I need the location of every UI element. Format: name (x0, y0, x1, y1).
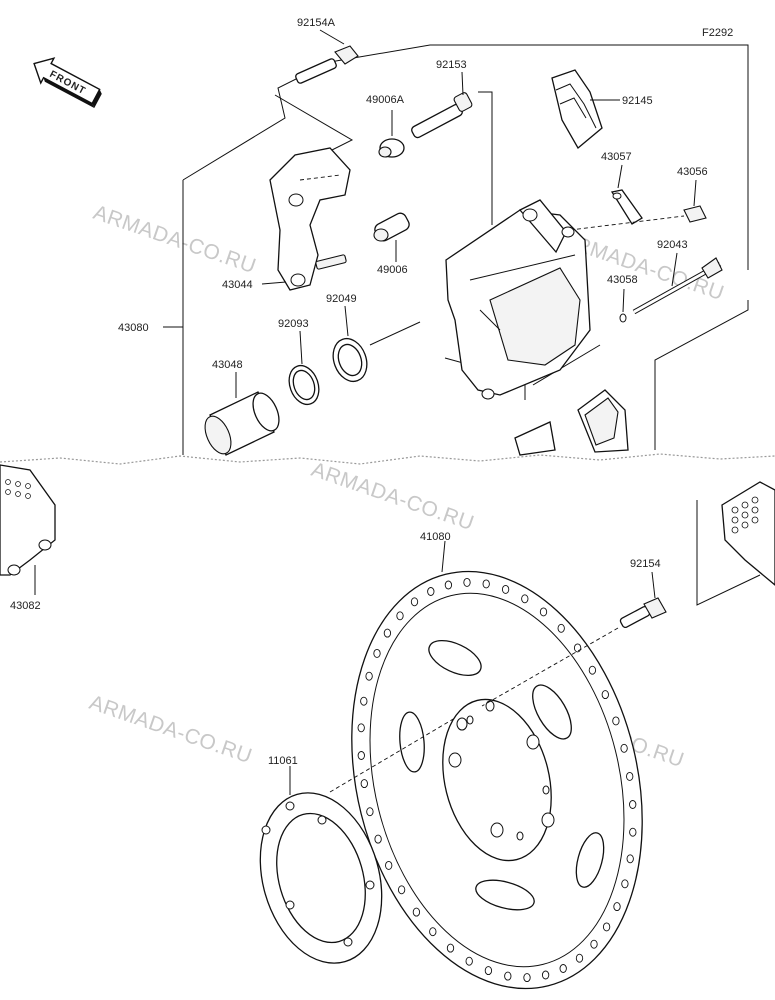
label-43044: 43044 (222, 279, 253, 291)
label-11061: 11061 (268, 755, 298, 767)
disc-perimeter-hole (539, 607, 548, 617)
disc-perimeter-hole (465, 956, 473, 966)
disc-perimeter-hole (484, 966, 493, 976)
disc-perimeter-hole (613, 902, 621, 912)
disc-perimeter-hole (626, 771, 634, 781)
clip-43058 (619, 288, 627, 323)
pad-43082 (0, 464, 56, 595)
label-43056: 43056 (677, 166, 708, 178)
label-43082: 43082 (10, 600, 41, 612)
piston-43048 (204, 372, 280, 456)
gasket-11061 (259, 717, 456, 964)
seal-92049 (332, 305, 368, 383)
disc-perimeter-hole (590, 939, 598, 949)
disc-perimeter-hole (427, 587, 435, 596)
bracket-43044 (261, 147, 351, 291)
disc-perimeter-hole (621, 879, 629, 889)
disc-perimeter-hole (366, 807, 374, 817)
bolt-92154A (295, 29, 359, 84)
pin-92043 (632, 252, 723, 315)
disc-perimeter-hole (365, 671, 373, 681)
label-43057: 43057 (601, 151, 632, 163)
disc-perimeter-hole (588, 665, 597, 675)
brake-disc-41080 (351, 570, 643, 990)
caliper-body (445, 199, 591, 400)
watermark-3: ARMADA-CO.RU (308, 458, 477, 535)
disc-perimeter-hole (575, 953, 584, 963)
disc-perimeter-hole (629, 800, 637, 809)
label-49006: 49006 (377, 264, 408, 276)
disc-perimeter-hole (629, 827, 637, 837)
disc-perimeter-hole (557, 623, 565, 633)
disc-perimeter-hole (357, 723, 365, 733)
disc-perimeter-hole (360, 779, 368, 789)
label-49006A: 49006A (366, 94, 405, 106)
disc-perimeter-hole (612, 716, 620, 726)
disc-perimeter-hole (385, 860, 393, 870)
label-41080: 41080 (420, 531, 451, 543)
label-43048: 43048 (212, 359, 243, 371)
caliper-leader (369, 321, 421, 346)
pad-right (721, 481, 775, 586)
label-43058: 43058 (607, 274, 638, 286)
label-92153: 92153 (436, 59, 467, 71)
label-92049: 92049 (326, 293, 357, 305)
bolt-92154 (481, 571, 667, 707)
label-92154A: 92154A (297, 17, 336, 29)
label-92154: 92154 (630, 558, 661, 570)
disc-perimeter-hole (482, 579, 490, 589)
seal-92093 (288, 330, 320, 406)
cap-43057 (610, 164, 643, 225)
label-43080: 43080 (118, 322, 149, 334)
pad-spring-92145 (551, 69, 620, 149)
disc-perimeter-hole (360, 696, 368, 706)
disc-perimeter-holes (357, 577, 637, 983)
disc-perimeter-hole (601, 690, 609, 700)
disc-perimeter-hole (410, 597, 419, 607)
disc-perimeter-hole (446, 943, 455, 953)
watermark-4: ARMADA-CO.RU (86, 691, 255, 768)
disc-perimeter-hole (620, 743, 628, 753)
label-92145: 92145 (622, 95, 653, 107)
watermark-1: ARMADA-CO.RU (90, 201, 259, 278)
label-92093: 92093 (278, 318, 309, 330)
disc-perimeter-hole (559, 964, 567, 973)
disc-perimeter-hole (501, 584, 510, 594)
diagram-code: F2292 (702, 27, 733, 39)
disc-perimeter-hole (523, 973, 531, 983)
disc-perimeter-hole (357, 751, 365, 760)
front-arrow-icon: FRONT (33, 57, 102, 109)
disc-perimeter-hole (602, 922, 611, 932)
disc-perimeter-hole (444, 580, 453, 590)
disc-perimeter-hole (463, 577, 471, 587)
brake-pads (514, 389, 629, 456)
leader-41080 (441, 540, 446, 573)
disc-perimeter-hole (504, 971, 512, 981)
torn-edge (0, 453, 775, 465)
pin-92153 (411, 71, 493, 225)
disc-perimeter-hole (429, 927, 437, 937)
disc-perimeter-hole (396, 611, 404, 621)
bushing-49006A (378, 110, 405, 158)
disc-perimeter-hole (541, 970, 550, 980)
bleeder-43056 (569, 179, 707, 231)
disc-perimeter-hole (397, 885, 406, 895)
label-92043: 92043 (657, 239, 688, 251)
disc-perimeter-hole (373, 648, 381, 658)
disc-bolt-holes (448, 700, 555, 841)
disc-perimeter-hole (521, 594, 529, 604)
bushing-49006 (373, 212, 410, 262)
disc-perimeter-hole (383, 628, 392, 638)
pad-box-outline (696, 500, 761, 606)
disc-perimeter-hole (573, 643, 582, 653)
disc-perimeter-hole (626, 854, 634, 864)
disc-perimeter-hole (412, 907, 421, 917)
disc-perimeter-hole (374, 834, 382, 844)
